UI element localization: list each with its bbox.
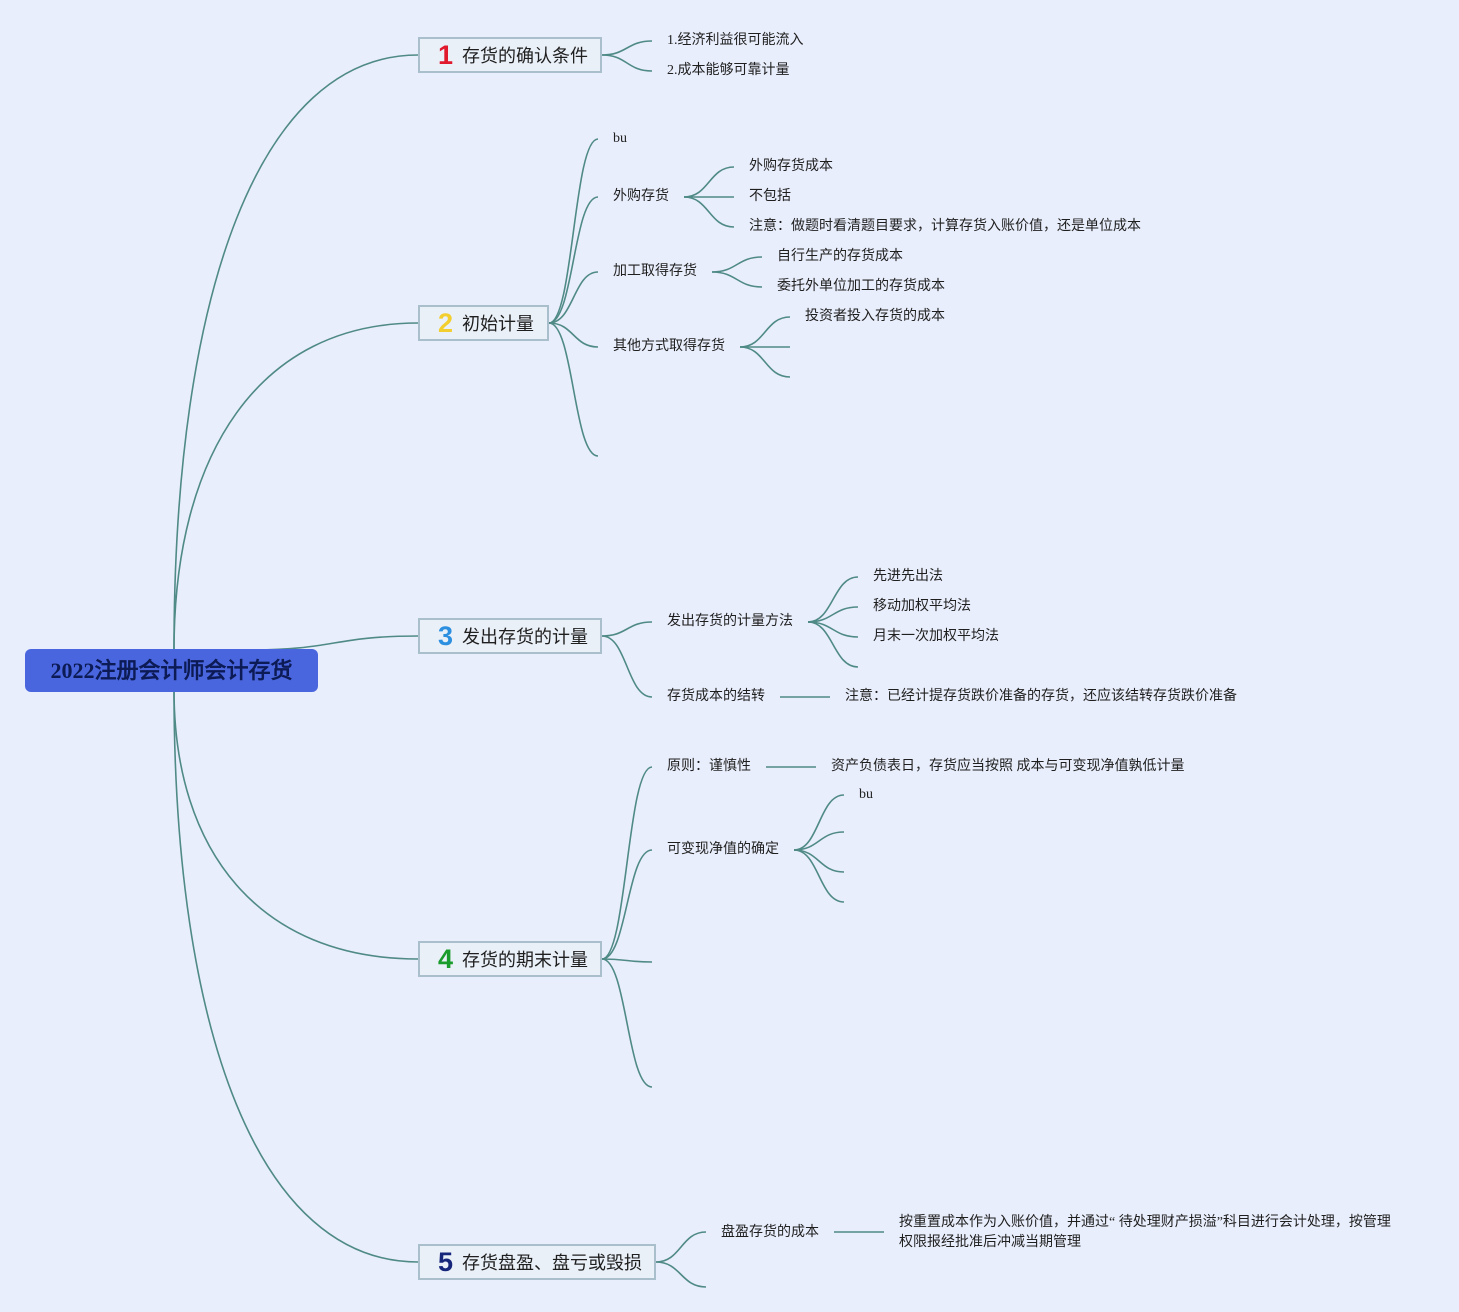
topic-period-end-measurement[interactable]: 4 存货的期末计量 bbox=[418, 941, 602, 977]
leaf-excludes[interactable]: 不包括 bbox=[749, 189, 791, 204]
subtopic-nrv-determination[interactable]: 可变现净值的确定 bbox=[667, 842, 779, 857]
leaf-fifo[interactable]: 先进先出法 bbox=[873, 569, 943, 584]
connector-edge bbox=[793, 849, 845, 903]
connector-edge bbox=[601, 40, 653, 56]
subtopic-purchased-inventory[interactable]: 外购存货 bbox=[613, 189, 669, 204]
root-topic[interactable]: 2022注册会计师会计存货 bbox=[25, 649, 318, 692]
topic-label: 存货的确认条件 bbox=[462, 46, 588, 66]
connector-edge bbox=[548, 271, 599, 324]
leaf-monthly-average[interactable]: 月末一次加权平均法 bbox=[873, 629, 999, 644]
connector-edge bbox=[601, 54, 653, 72]
topic-label: 初始计量 bbox=[462, 314, 534, 334]
leaf-purchase-note[interactable]: 注意：做题时看清题目要求，计算存货入账价值，还是单位成本 bbox=[749, 219, 1141, 234]
edge-root-topic1 bbox=[173, 54, 419, 651]
leaf-transfer-note[interactable]: 注意：已经计提存货跌价准备的存货，还应该结转存货跌价准备 bbox=[845, 689, 1237, 704]
connector-edge bbox=[548, 138, 599, 324]
connector-edge bbox=[739, 346, 791, 378]
number-1-icon: 1 bbox=[438, 40, 454, 70]
leaf-lower-of-cost[interactable]: 资产负债表日，存货应当按照 成本与可变现净值孰低计量 bbox=[831, 759, 1185, 774]
leaf-investor-contributed-cost[interactable]: 投资者投入存货的成本 bbox=[805, 309, 945, 324]
topic-issue-measurement[interactable]: 3 发出存货的计量 bbox=[418, 618, 602, 654]
topic-label: 存货盘盈、盘亏或毁损 bbox=[462, 1253, 642, 1273]
connector-edge bbox=[548, 196, 599, 324]
connector-edge bbox=[655, 1231, 707, 1263]
connector-edge bbox=[548, 322, 599, 457]
connector-edge bbox=[683, 196, 735, 228]
leaf-economic-benefit[interactable]: 1.经济利益很可能流入 bbox=[667, 33, 804, 48]
connector-edge bbox=[548, 322, 599, 348]
connector-edge bbox=[683, 166, 735, 198]
subtopic-processed-inventory[interactable]: 加工取得存货 bbox=[613, 264, 697, 279]
topic-label: 存货的期末计量 bbox=[462, 950, 588, 970]
subtopic-other-acquisition[interactable]: 其他方式取得存货 bbox=[613, 339, 725, 354]
leaf-purchase-cost[interactable]: 外购存货成本 bbox=[749, 159, 833, 174]
subtopic-issue-methods[interactable]: 发出存货的计量方法 bbox=[667, 614, 793, 629]
leaf-surplus-treatment[interactable]: 按重置成本作为入账价值，并通过“ 待处理财产损溢”科目进行会计处理，按管理权限报… bbox=[899, 1215, 1391, 1250]
connector-edge bbox=[601, 766, 653, 960]
connector-edge bbox=[601, 958, 653, 1088]
connector-edge bbox=[601, 958, 653, 963]
connector-edge bbox=[601, 635, 653, 698]
topic-label: 发出存货的计量 bbox=[462, 627, 588, 647]
subtopic-principle[interactable]: 原则：谨慎性 bbox=[667, 759, 751, 774]
edge-root-topic5 bbox=[173, 689, 419, 1263]
connector-edge bbox=[739, 316, 791, 348]
subtopic-cost-transfer[interactable]: 存货成本的结转 bbox=[667, 689, 765, 704]
leaf-cost-reliable[interactable]: 2.成本能够可靠计量 bbox=[667, 63, 790, 78]
number-3-icon: 3 bbox=[438, 621, 454, 651]
edge-root-topic2 bbox=[173, 322, 419, 651]
topic-recognition[interactable]: 1 存货的确认条件 bbox=[418, 37, 602, 73]
edge-root-topic3 bbox=[249, 635, 419, 651]
subtopic-surplus-cost[interactable]: 盘盈存货的成本 bbox=[721, 1225, 819, 1240]
connector-edge bbox=[655, 1261, 707, 1288]
leaf-bu[interactable]: bu bbox=[859, 787, 873, 802]
number-5-icon: 5 bbox=[438, 1247, 454, 1277]
leaf-outsourced-cost[interactable]: 委托外单位加工的存货成本 bbox=[777, 279, 945, 294]
connector-edge bbox=[601, 849, 653, 960]
connector-edge bbox=[793, 849, 845, 873]
connector-edge bbox=[807, 576, 859, 623]
connector-edge bbox=[793, 831, 845, 851]
number-2-icon: 2 bbox=[438, 308, 454, 338]
connector-edge bbox=[711, 271, 763, 288]
connector-edge bbox=[601, 621, 653, 637]
connector-edge bbox=[807, 621, 859, 668]
connector-edge bbox=[711, 256, 763, 273]
leaf-moving-average[interactable]: 移动加权平均法 bbox=[873, 599, 971, 614]
topic-surplus-loss[interactable]: 5 存货盘盈、盘亏或毁损 bbox=[418, 1244, 656, 1280]
edge-root-topic4 bbox=[173, 689, 419, 960]
leaf-bu[interactable]: bu bbox=[613, 131, 627, 146]
connector-edge bbox=[793, 794, 845, 851]
leaf-self-produced-cost[interactable]: 自行生产的存货成本 bbox=[777, 249, 903, 264]
topic-initial-measurement[interactable]: 2 初始计量 bbox=[418, 305, 549, 341]
number-4-icon: 4 bbox=[438, 944, 454, 974]
